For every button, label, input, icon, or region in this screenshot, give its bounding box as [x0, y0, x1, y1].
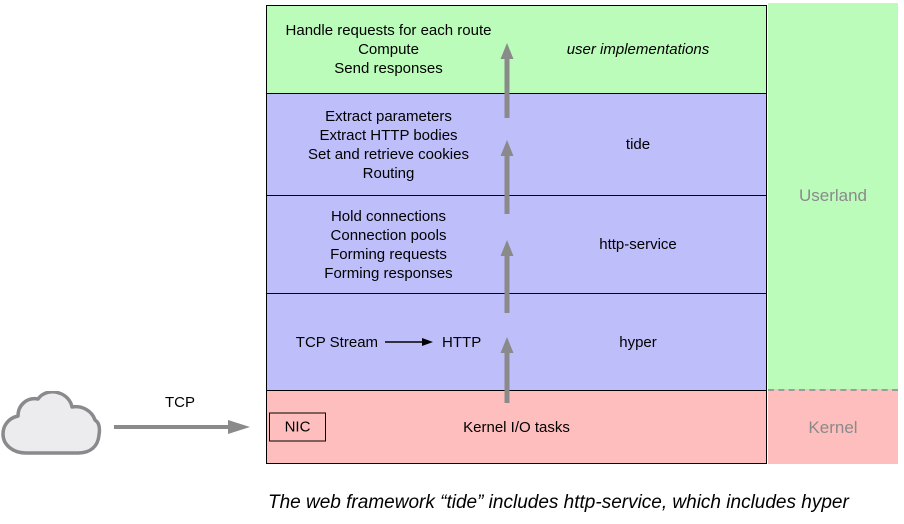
- kernel-label: Kernel: [808, 417, 858, 437]
- row-tasks: Handle requests for each route Compute S…: [267, 6, 510, 93]
- row-tide: Extract parameters Extract HTTP bodies S…: [267, 93, 766, 195]
- cloud-icon: [0, 390, 102, 461]
- row-hyper: TCP Stream HTTP hyper: [267, 293, 766, 390]
- task-line: Send responses: [334, 60, 443, 77]
- row-tasks: Hold connections Connection pools Formin…: [267, 196, 510, 293]
- task-line: Forming responses: [324, 264, 453, 282]
- kernel-panel: Kernel: [768, 389, 898, 464]
- task-line: Extract HTTP bodies: [319, 126, 458, 144]
- task-line: Compute: [358, 41, 419, 58]
- task-line: Set and retrieve cookies: [308, 145, 469, 163]
- stack: Handle requests for each route Compute S…: [266, 5, 767, 464]
- userland-panel: Userland: [768, 3, 898, 389]
- task-line: Routing: [362, 164, 415, 182]
- task-line: Extract parameters: [325, 107, 452, 125]
- row-label: http-service: [599, 236, 677, 253]
- task-line: Forming requests: [330, 245, 447, 263]
- userland-label: Userland: [798, 186, 868, 205]
- caption: The web framework “tide” includes http-s…: [268, 492, 849, 513]
- row-label: tide: [625, 136, 651, 153]
- row-kernel-io: NIC Kernel I/O tasks: [267, 390, 766, 463]
- task-line: Connection pools: [330, 226, 447, 244]
- row-user-implementations: Handle requests for each route Compute S…: [267, 6, 766, 93]
- row-label: user implementations: [566, 41, 710, 58]
- row-http-service: Hold connections Connection pools Formin…: [267, 195, 766, 293]
- tcp-label: TCP: [165, 394, 195, 411]
- tcp-arrow: [112, 418, 252, 436]
- right-arrow-icon: [385, 338, 434, 346]
- nic-box: NIC: [269, 412, 326, 442]
- kernel-io-tasks-label: Kernel I/O tasks: [463, 418, 570, 436]
- nic-label: NIC: [284, 418, 311, 436]
- row-tasks: TCP Stream HTTP: [267, 294, 510, 390]
- privilege-side-panel: Userland Kernel: [768, 3, 898, 464]
- task-line: Handle requests for each route: [285, 22, 492, 39]
- row-tasks: Extract parameters Extract HTTP bodies S…: [267, 94, 510, 195]
- stream-from-label: TCP Stream: [295, 333, 379, 351]
- task-line: Hold connections: [330, 207, 447, 225]
- row-label: hyper: [619, 333, 657, 351]
- stream-to-label: HTTP: [442, 333, 482, 351]
